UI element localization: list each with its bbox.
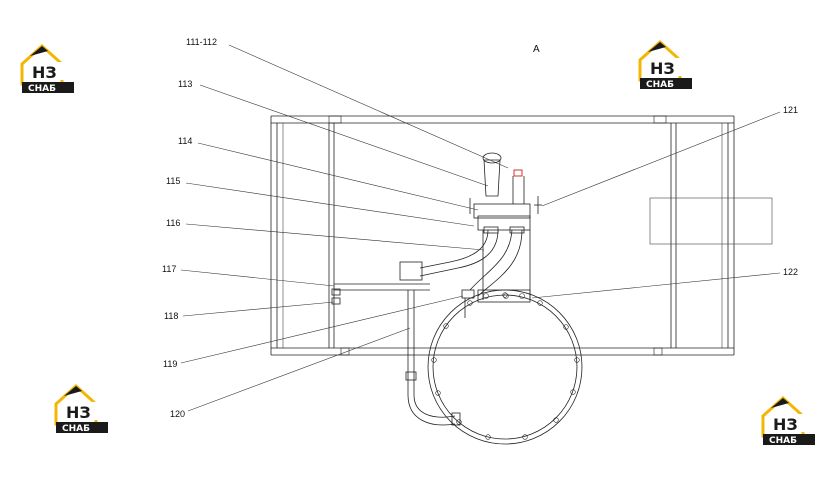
filter-head bbox=[469, 152, 542, 219]
callout-122: 122 bbox=[783, 267, 798, 277]
callout-119: 119 bbox=[163, 359, 177, 369]
svg-text:НЗ: НЗ bbox=[66, 403, 91, 422]
callout-114: 114 bbox=[178, 136, 192, 146]
svg-text:СНАБ: СНАБ bbox=[28, 84, 56, 94]
svg-text:СНАБ: СНАБ bbox=[646, 80, 674, 90]
callout-120: 120 bbox=[170, 409, 185, 419]
frame bbox=[270, 115, 773, 356]
callout-121: 121 bbox=[783, 105, 798, 115]
logo-bottom-right: НЗ СНАБ bbox=[761, 396, 817, 447]
svg-text:НЗ: НЗ bbox=[773, 415, 798, 434]
callout-115: 115 bbox=[166, 176, 180, 186]
callout-116: 116 bbox=[166, 218, 180, 228]
leader-lines bbox=[180, 44, 781, 412]
tank bbox=[427, 289, 583, 445]
svg-text:НЗ: НЗ bbox=[32, 63, 57, 82]
pipes bbox=[331, 226, 525, 426]
callout-113: 113 bbox=[178, 79, 192, 89]
svg-text:СНАБ: СНАБ bbox=[769, 436, 797, 446]
callout-118: 118 bbox=[164, 311, 178, 321]
logo-bottom-left: НЗ СНАБ bbox=[54, 384, 110, 435]
logo-top-right: НЗ СНАБ bbox=[638, 40, 694, 91]
svg-text:НЗ: НЗ bbox=[650, 59, 675, 78]
callout-117: 117 bbox=[162, 264, 176, 274]
logo-top-left: НЗ СНАБ bbox=[20, 44, 76, 95]
callout-111-112: 111-112 bbox=[186, 37, 217, 47]
callout-labels: 111-112 113 114 115 116 117 118 119 120 … bbox=[162, 37, 798, 419]
svg-text:СНАБ: СНАБ bbox=[62, 424, 90, 434]
view-label: A bbox=[533, 44, 540, 55]
